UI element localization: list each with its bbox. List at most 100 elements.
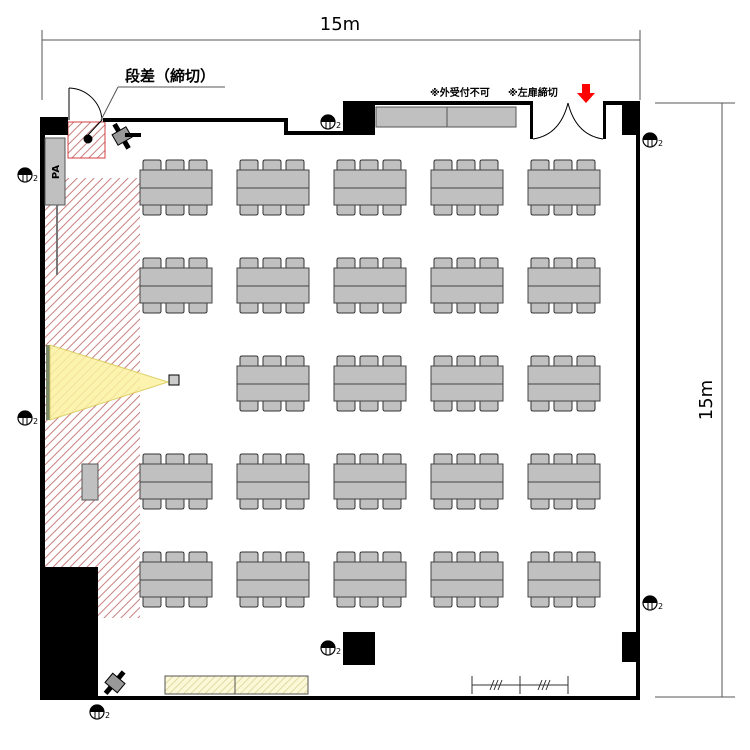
chair <box>359 453 379 464</box>
table <box>430 579 504 598</box>
chair <box>553 303 573 314</box>
chair <box>336 401 356 412</box>
chair <box>142 257 162 268</box>
chair <box>188 257 208 268</box>
table <box>139 285 213 304</box>
chair <box>382 401 402 412</box>
table-group[interactable] <box>430 257 504 314</box>
chair <box>576 205 596 216</box>
door-top-left[interactable] <box>68 87 103 144</box>
outlet-count: 2 <box>33 174 38 183</box>
chair <box>576 597 596 608</box>
chair <box>576 355 596 366</box>
table <box>139 169 213 189</box>
chair <box>479 159 499 170</box>
chair <box>479 355 499 366</box>
chair <box>479 257 499 268</box>
table <box>430 463 504 483</box>
table <box>527 169 601 189</box>
table-group[interactable] <box>527 453 601 510</box>
chair <box>553 159 573 170</box>
table <box>527 365 601 385</box>
table-group[interactable] <box>430 159 504 216</box>
outlet-icon: 2 <box>320 640 341 656</box>
chair <box>188 597 208 608</box>
chair <box>456 597 476 608</box>
table-group[interactable] <box>430 453 504 510</box>
table <box>236 481 310 500</box>
table-group[interactable] <box>333 159 407 216</box>
table-group[interactable] <box>527 159 601 216</box>
table-group[interactable] <box>236 551 310 608</box>
chair <box>456 551 476 562</box>
chair <box>336 257 356 268</box>
chair <box>382 499 402 510</box>
table <box>236 267 310 287</box>
chair <box>456 303 476 314</box>
table-group[interactable] <box>139 453 213 510</box>
chair <box>456 401 476 412</box>
table <box>236 579 310 598</box>
chair <box>530 355 550 366</box>
chair <box>433 257 453 268</box>
chair <box>553 551 573 562</box>
screen <box>46 345 50 420</box>
height-label: 15m <box>696 380 717 420</box>
chair <box>285 205 305 216</box>
table-group[interactable] <box>236 257 310 314</box>
chair <box>479 551 499 562</box>
table <box>527 579 601 598</box>
chair <box>239 355 259 366</box>
chair <box>262 551 282 562</box>
chair <box>165 303 185 314</box>
table <box>236 285 310 304</box>
table-group[interactable] <box>527 551 601 608</box>
table-group[interactable] <box>430 355 504 412</box>
outlet-icon: 2 <box>89 704 110 720</box>
chair <box>530 597 550 608</box>
outlet-icon: 2 <box>642 595 663 611</box>
chair <box>239 401 259 412</box>
table-group[interactable] <box>430 551 504 608</box>
table-group[interactable] <box>236 159 310 216</box>
table-group[interactable] <box>139 257 213 314</box>
chair <box>165 453 185 464</box>
chair <box>530 257 550 268</box>
speaker-icon <box>111 122 133 150</box>
chair <box>382 355 402 366</box>
chair <box>530 401 550 412</box>
chair <box>553 499 573 510</box>
chair <box>359 205 379 216</box>
table <box>430 561 504 581</box>
chair <box>336 597 356 608</box>
chair <box>382 257 402 268</box>
chair <box>382 597 402 608</box>
table-group[interactable] <box>236 355 310 412</box>
table-group[interactable] <box>333 257 407 314</box>
chair <box>336 355 356 366</box>
table <box>527 561 601 581</box>
outlet-count: 2 <box>658 139 663 148</box>
table-group[interactable] <box>527 257 601 314</box>
chair <box>262 401 282 412</box>
table-group[interactable] <box>139 159 213 216</box>
table <box>236 463 310 483</box>
table-group[interactable] <box>333 355 407 412</box>
table-group[interactable] <box>236 453 310 510</box>
table-group[interactable] <box>333 551 407 608</box>
chair <box>479 303 499 314</box>
chair <box>262 499 282 510</box>
table <box>527 463 601 483</box>
table-group[interactable] <box>333 453 407 510</box>
chair <box>382 159 402 170</box>
chair <box>382 303 402 314</box>
chair <box>142 597 162 608</box>
double-door-entrance[interactable] <box>532 102 604 140</box>
table-group[interactable] <box>139 551 213 608</box>
chair <box>359 551 379 562</box>
table <box>527 285 601 304</box>
table-group[interactable] <box>527 355 601 412</box>
chair <box>188 303 208 314</box>
pa-label: PA <box>51 165 62 179</box>
table <box>527 187 601 206</box>
